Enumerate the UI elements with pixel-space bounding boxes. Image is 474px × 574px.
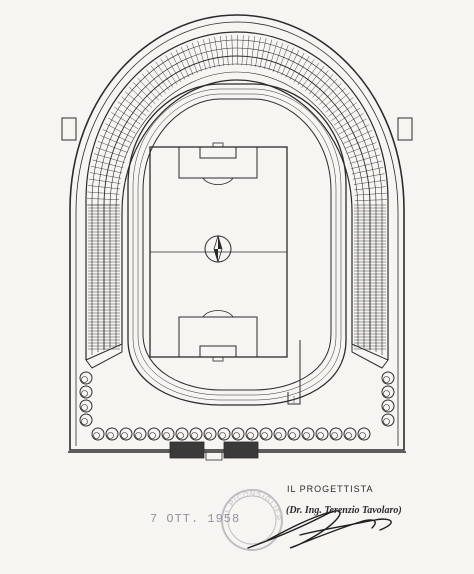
football-pitch [149, 142, 288, 362]
tree-icon [217, 427, 231, 441]
tree-icon [147, 427, 161, 441]
tree-icon [231, 427, 245, 441]
tree-icon [79, 399, 93, 413]
tree-icon [189, 427, 203, 441]
tree-icon [381, 371, 395, 385]
tree-icon [79, 385, 93, 399]
north-arrow-icon [204, 234, 232, 264]
designer-label: IL PROGETTISTA [287, 484, 374, 494]
tree-icon [273, 427, 287, 441]
handwritten-signature [247, 510, 392, 549]
tree-icon [259, 427, 273, 441]
tree-icon [357, 427, 371, 441]
official-seal-stamp: IL PICONSIGLIERE [0, 0, 283, 551]
tree-icon [175, 427, 189, 441]
tree-icon [79, 371, 93, 385]
tree-icon [301, 427, 315, 441]
stand-end-walls [61, 117, 413, 369]
stadium-outer-wall [69, 14, 405, 451]
designer-name: (Dr. Ing. Terenzio Tavolaro) [286, 505, 402, 516]
tree-icon [203, 427, 217, 441]
tree-icon [287, 427, 301, 441]
grandstand-tiers [85, 31, 389, 360]
tree-icon [381, 399, 395, 413]
tree-row [79, 371, 395, 441]
tree-icon [161, 427, 175, 441]
tree-icon [105, 427, 119, 441]
tree-icon [119, 427, 133, 441]
tree-icon [91, 427, 105, 441]
tree-icon [381, 413, 395, 427]
tree-icon [381, 385, 395, 399]
tree-icon [315, 427, 329, 441]
date-stamp: 7 OTT. 1958 [150, 512, 241, 526]
tree-icon [329, 427, 343, 441]
tree-icon [245, 427, 259, 441]
entrance-block [68, 441, 406, 461]
seating-hatching [87, 35, 387, 350]
stadium-outer-wall-inner-line [75, 21, 399, 446]
tree-icon [343, 427, 357, 441]
tree-icon [133, 427, 147, 441]
tree-icon [79, 413, 93, 427]
